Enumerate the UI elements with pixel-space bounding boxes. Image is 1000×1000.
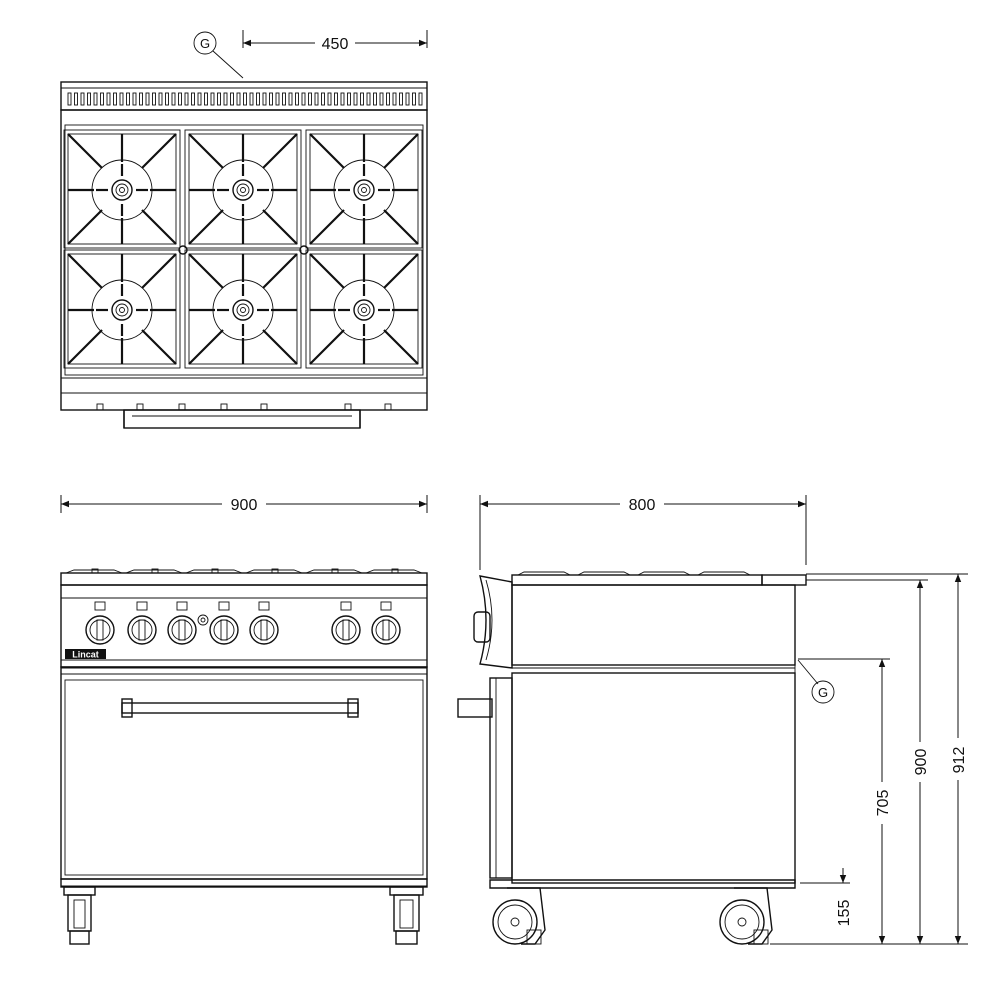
dimension-top-450: 450 <box>242 30 428 53</box>
gas-callout-side: G <box>797 659 835 704</box>
control-knob <box>127 601 157 645</box>
dimension-label-900-height: 900 <box>913 749 930 776</box>
dimension-label-900: 900 <box>231 497 258 514</box>
control-knob <box>209 601 239 645</box>
burner-grate <box>63 129 181 249</box>
burner-grate <box>184 249 302 369</box>
top-view: 450 G <box>60 30 428 429</box>
control-knob <box>85 601 115 645</box>
control-knob <box>331 601 361 645</box>
dimension-side-912: 912 <box>770 573 968 945</box>
dimension-label-705: 705 <box>875 790 892 817</box>
brand-logo: Lincat <box>72 650 99 660</box>
dimension-label-155: 155 <box>836 900 853 927</box>
dimension-front-900: 900 <box>60 495 428 514</box>
front-view: 900 Lincat <box>60 495 428 945</box>
burner-grate <box>305 129 423 249</box>
side-view: 800 G <box>457 495 968 945</box>
dimension-side-900: 900 <box>806 579 930 944</box>
burner-grate <box>184 129 302 249</box>
gas-callout-top: G <box>193 31 244 79</box>
control-knob <box>249 601 279 645</box>
castor-wheel <box>63 886 96 945</box>
control-knob <box>167 601 197 645</box>
gas-callout-label-side: G <box>818 685 828 700</box>
dimension-label-912: 912 <box>951 747 968 774</box>
castor-wheel <box>389 886 424 945</box>
castor-wheel <box>492 887 546 945</box>
gas-callout-label-top: G <box>200 36 210 51</box>
dimension-side-705: 705 <box>798 658 892 944</box>
dimension-side-155: 155 <box>800 868 853 927</box>
castor-wheel <box>719 887 773 945</box>
dimension-label-450: 450 <box>322 36 349 53</box>
dimension-side-800: 800 <box>479 495 807 570</box>
burner-grate <box>63 249 181 369</box>
burner-grate <box>305 249 423 369</box>
dimension-label-800: 800 <box>629 497 656 514</box>
control-knob <box>371 601 401 645</box>
